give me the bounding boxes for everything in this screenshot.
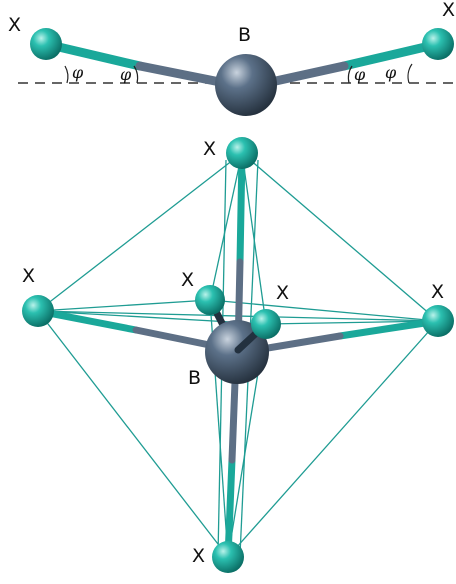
angle-arc-left-1 [64, 65, 69, 84]
label-phi-left-1: φ [72, 63, 84, 82]
bond-left-b [135, 61, 235, 89]
label-x-right-oct: X [431, 281, 444, 303]
label-x-back: X [181, 269, 194, 291]
bond-left-x [41, 39, 145, 71]
angle-arc-left-2 [133, 65, 139, 84]
label-phi-right-1: φ [354, 65, 366, 84]
label-phi-right-2: φ [385, 63, 397, 82]
label-x-left-oct: X [22, 265, 35, 287]
octahedron: X X X X X X B [22, 137, 454, 573]
label-phi-left-2: φ [120, 65, 132, 84]
atom-x-left [30, 28, 62, 60]
atom-x-right [422, 28, 454, 60]
atom-x-bottom [212, 541, 244, 573]
atom-x-back [195, 285, 225, 315]
bond-right-x [339, 39, 443, 71]
label-x-front: X [276, 282, 289, 304]
label-x-top: X [203, 138, 216, 160]
atom-x-front [251, 309, 281, 339]
label-b-top: B [238, 24, 251, 46]
label-x-right: X [442, 0, 455, 21]
label-b-octahedron: B [188, 367, 201, 389]
atom-x-right-oct [422, 305, 454, 337]
atom-x-top [226, 137, 258, 169]
label-x-left: X [8, 14, 21, 36]
bent-molecule: X X B φ φ φ φ [8, 0, 456, 116]
angle-arc-right-1 [347, 65, 353, 84]
angle-arc-right-2 [407, 63, 413, 84]
atom-b-center [215, 54, 277, 116]
atom-x-left-oct [22, 295, 54, 327]
label-x-bottom: X [192, 545, 205, 567]
